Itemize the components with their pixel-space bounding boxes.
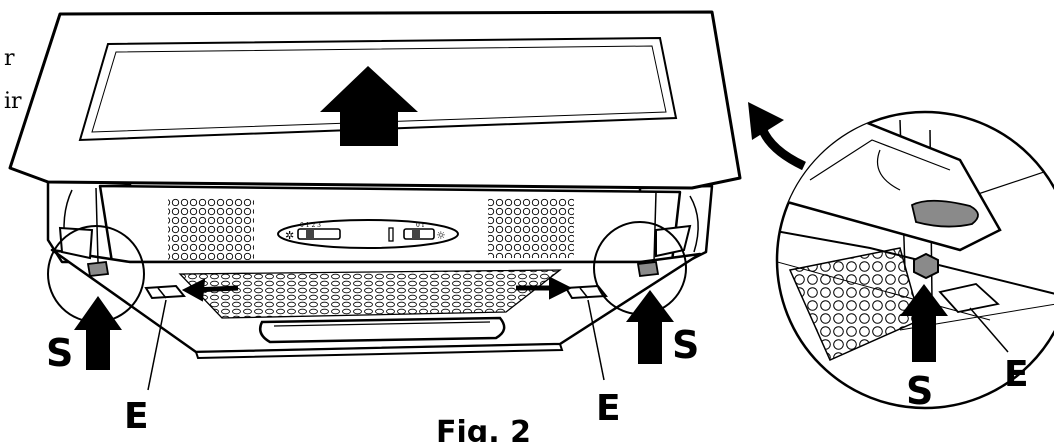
- label-e-left: E: [124, 396, 149, 437]
- fan-icon: ✲: [285, 229, 294, 242]
- left-hood-clip[interactable]: [86, 261, 110, 277]
- grease-filter: [178, 269, 562, 319]
- figure-caption: Fig. 2: [436, 415, 531, 442]
- fan-speed-switch[interactable]: [297, 228, 341, 240]
- indicator-light: [388, 227, 394, 242]
- right-hood-clip[interactable]: [636, 261, 660, 277]
- light-switch-numbers: 0 I: [416, 222, 425, 229]
- tray-front-edge: [194, 342, 564, 360]
- front-handle[interactable]: [259, 316, 506, 344]
- detail-e-leader: [969, 307, 1009, 353]
- side-inset-panels: [58, 224, 692, 260]
- right-filter-latch[interactable]: [564, 284, 608, 300]
- left-filter-latch[interactable]: [144, 284, 186, 300]
- detail-push-arrow: [900, 284, 948, 362]
- text-fragment-ir: ir: [4, 89, 22, 114]
- text-fragment-r: r: [4, 46, 15, 71]
- right-e-leader: [587, 299, 605, 381]
- light-bulb-icon: ☼: [436, 229, 446, 242]
- control-panel: ✲ 0 1 2 3 0 I ☼: [277, 219, 459, 249]
- fan-switch-numbers: 0 1 2 3: [300, 222, 321, 229]
- label-s-detail: S: [906, 369, 933, 413]
- label-s-right: S: [672, 323, 699, 367]
- latch-push-arrows: [181, 276, 573, 302]
- label-e-right: E: [596, 388, 621, 429]
- label-e-detail: E: [1004, 354, 1029, 395]
- right-push-arrow: [626, 290, 674, 364]
- left-vent-grille: [168, 198, 254, 260]
- left-push-arrow: [74, 296, 122, 370]
- detail-view-content: [777, 118, 1054, 361]
- label-s-left: S: [46, 331, 73, 375]
- right-vent-grille: [488, 198, 574, 258]
- hood-lid-front-edge: [9, 167, 741, 190]
- left-e-leader: [147, 299, 167, 391]
- detail-lift-arrow: [748, 102, 806, 171]
- lift-lid-arrow: [320, 66, 418, 146]
